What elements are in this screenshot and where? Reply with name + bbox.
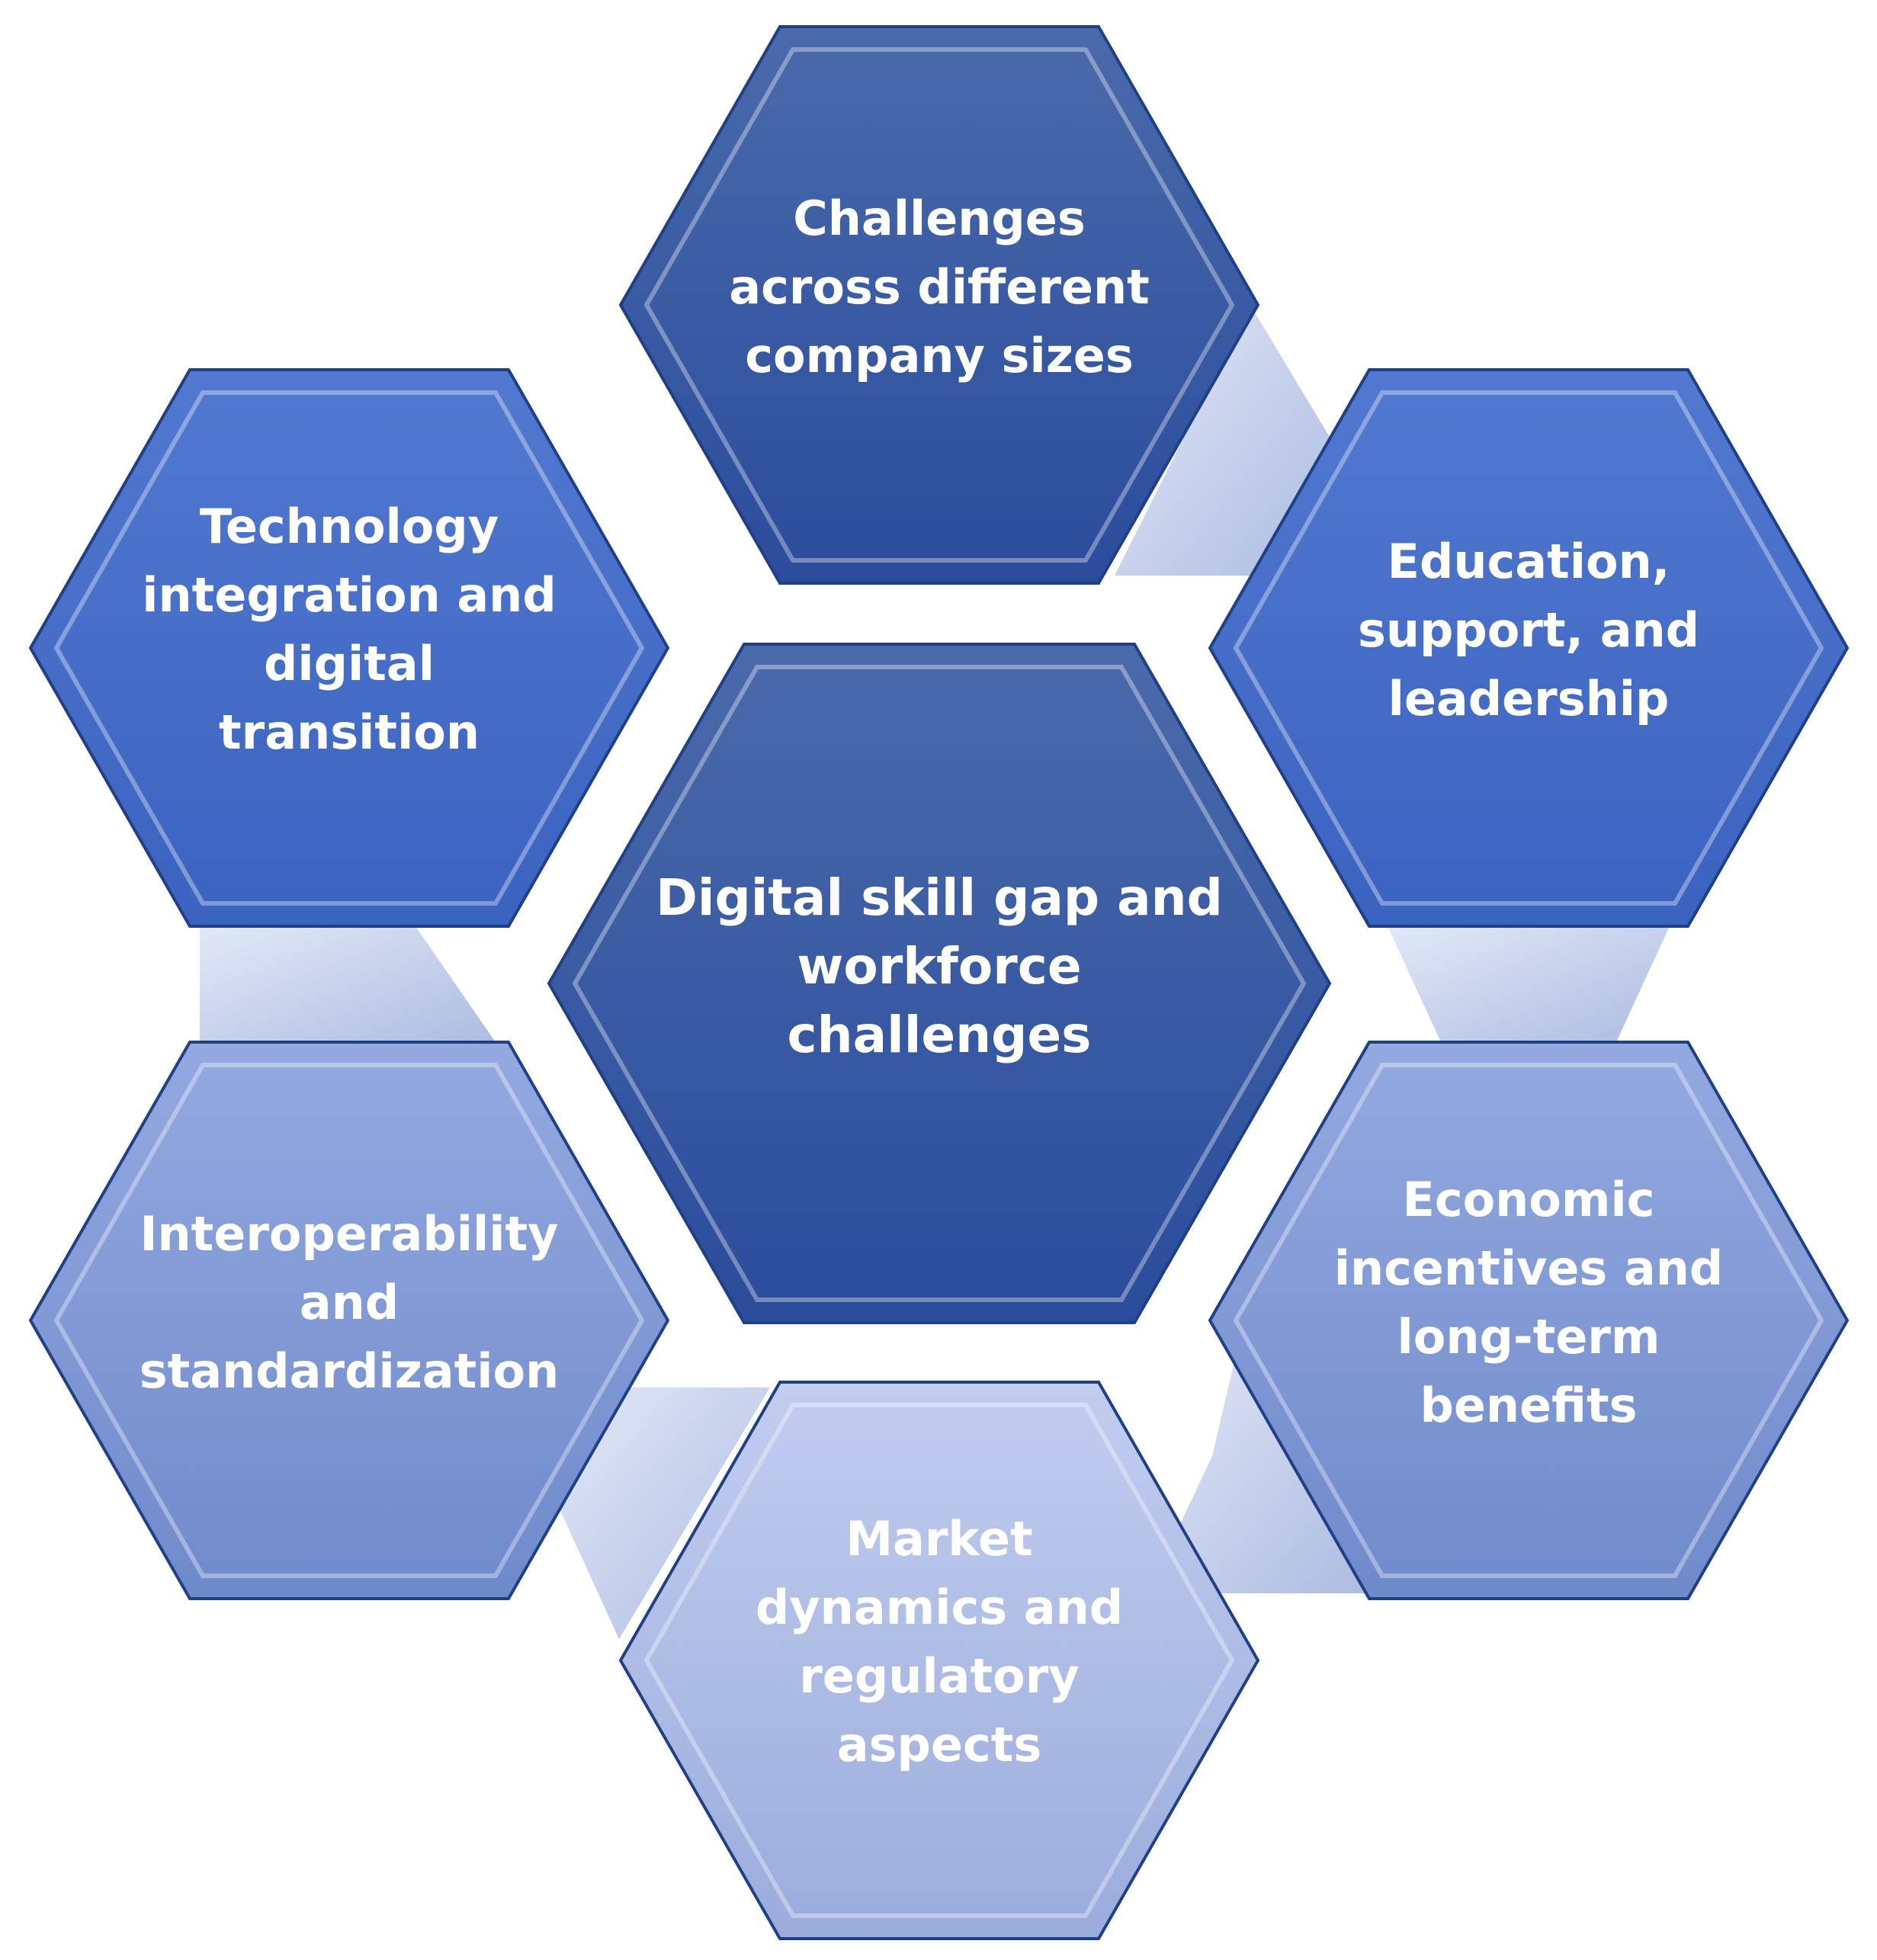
hexagon-label-line: integration and bbox=[142, 567, 556, 623]
hexagon-label-line: across different bbox=[729, 259, 1149, 315]
hexagon-label-line: leadership bbox=[1388, 671, 1670, 727]
hexagon-label-line: Economic bbox=[1402, 1172, 1654, 1227]
hexagon-layer: Challenges across different company sizesE… bbox=[28, 25, 1850, 1940]
hexagon-bottom: Market dynamics and regulatory aspects bbox=[618, 1381, 1260, 1940]
hexagon-bevel-lower-right bbox=[1233, 1063, 1824, 1578]
connector-band-1 bbox=[1115, 305, 1330, 576]
hexagon-shape-lower-right bbox=[1208, 1041, 1850, 1600]
hexagon-label-line: Interoperability bbox=[140, 1206, 558, 1262]
hexagon-label-line: aspects bbox=[837, 1717, 1041, 1772]
connector-band-4 bbox=[553, 1387, 770, 1639]
hexagon-label-line: long-term bbox=[1397, 1309, 1660, 1365]
hexagon-label-line: Technology bbox=[200, 499, 499, 554]
hexagon-label-line: workforce bbox=[797, 937, 1081, 996]
hexagon-bevel-upper-right bbox=[1233, 390, 1824, 906]
hexagon-label-line: Education, bbox=[1388, 534, 1670, 589]
hexagon-label-line: support, and bbox=[1358, 602, 1699, 658]
hexagon-label-line: transition bbox=[219, 704, 480, 760]
hexagon-shape-upper-right bbox=[1208, 368, 1850, 928]
connector-band-5 bbox=[200, 926, 496, 1042]
hexagon-label-lower-right: Economic incentives and long-term benefits bbox=[1334, 1172, 1724, 1433]
hexagon-shape-center bbox=[547, 643, 1332, 1324]
hexagon-label-line: and bbox=[300, 1275, 399, 1330]
hexagon-top: Challenges across different company sizes bbox=[618, 25, 1260, 585]
hexagon-label-line: challenges bbox=[788, 1006, 1092, 1064]
hexagon-label-line: regulatory bbox=[799, 1648, 1079, 1704]
hexagon-shape-upper-left bbox=[28, 368, 670, 928]
hexagon-bevel-center bbox=[572, 665, 1307, 1302]
hexagon-lower-right: Economic incentives and long-term benefits bbox=[1208, 1041, 1850, 1600]
hexagon-label-line: dynamics and bbox=[756, 1580, 1123, 1635]
hexagon-bevel-top bbox=[643, 47, 1235, 563]
hexagon-label-upper-right: Education, support, and leadership bbox=[1358, 534, 1699, 727]
hexagon-label-line: company sizes bbox=[745, 328, 1134, 383]
hexagon-label-line: Challenges bbox=[793, 191, 1086, 246]
hexagon-label-line: Market bbox=[845, 1511, 1032, 1567]
hexagon-label-upper-left: Technology integration and digital transiti… bbox=[142, 499, 556, 760]
hexagon-label-line: incentives and bbox=[1334, 1240, 1724, 1296]
hexagon-label-lower-left: Interoperability and standardization bbox=[140, 1206, 560, 1399]
hexagon-label-line: Digital skill gap and bbox=[656, 868, 1223, 927]
hexagon-shape-top bbox=[618, 25, 1260, 585]
connector-layer bbox=[200, 305, 1670, 1639]
hexagon-bevel-lower-left bbox=[53, 1063, 645, 1578]
hexagon-center: Digital skill gap and workforce challenges bbox=[547, 643, 1332, 1324]
hexagon-label-line: standardization bbox=[140, 1343, 560, 1399]
hexagon-bevel-upper-left bbox=[53, 390, 645, 906]
connector-band-2 bbox=[1388, 926, 1670, 1042]
hexagon-shape-bottom bbox=[618, 1381, 1260, 1940]
hexagon-label-line: digital bbox=[264, 636, 435, 691]
hexagon-lower-left: Interoperability and standardization bbox=[28, 1041, 670, 1600]
hexagon-shape-lower-left bbox=[28, 1041, 670, 1600]
connector-band-3 bbox=[1147, 1342, 1365, 1593]
hexagon-upper-right: Education, support, and leadership bbox=[1208, 368, 1850, 928]
hexagon-label-center: Digital skill gap and workforce challenges bbox=[656, 868, 1223, 1064]
hexagon-bevel-bottom bbox=[643, 1403, 1235, 1918]
hexagon-label-top: Challenges across different company sizes bbox=[729, 191, 1149, 383]
hexagon-label-bottom: Market dynamics and regulatory aspects bbox=[756, 1511, 1123, 1772]
hexagon-label-line: benefits bbox=[1420, 1378, 1637, 1433]
hexagon-upper-left: Technology integration and digital transiti… bbox=[28, 368, 670, 928]
